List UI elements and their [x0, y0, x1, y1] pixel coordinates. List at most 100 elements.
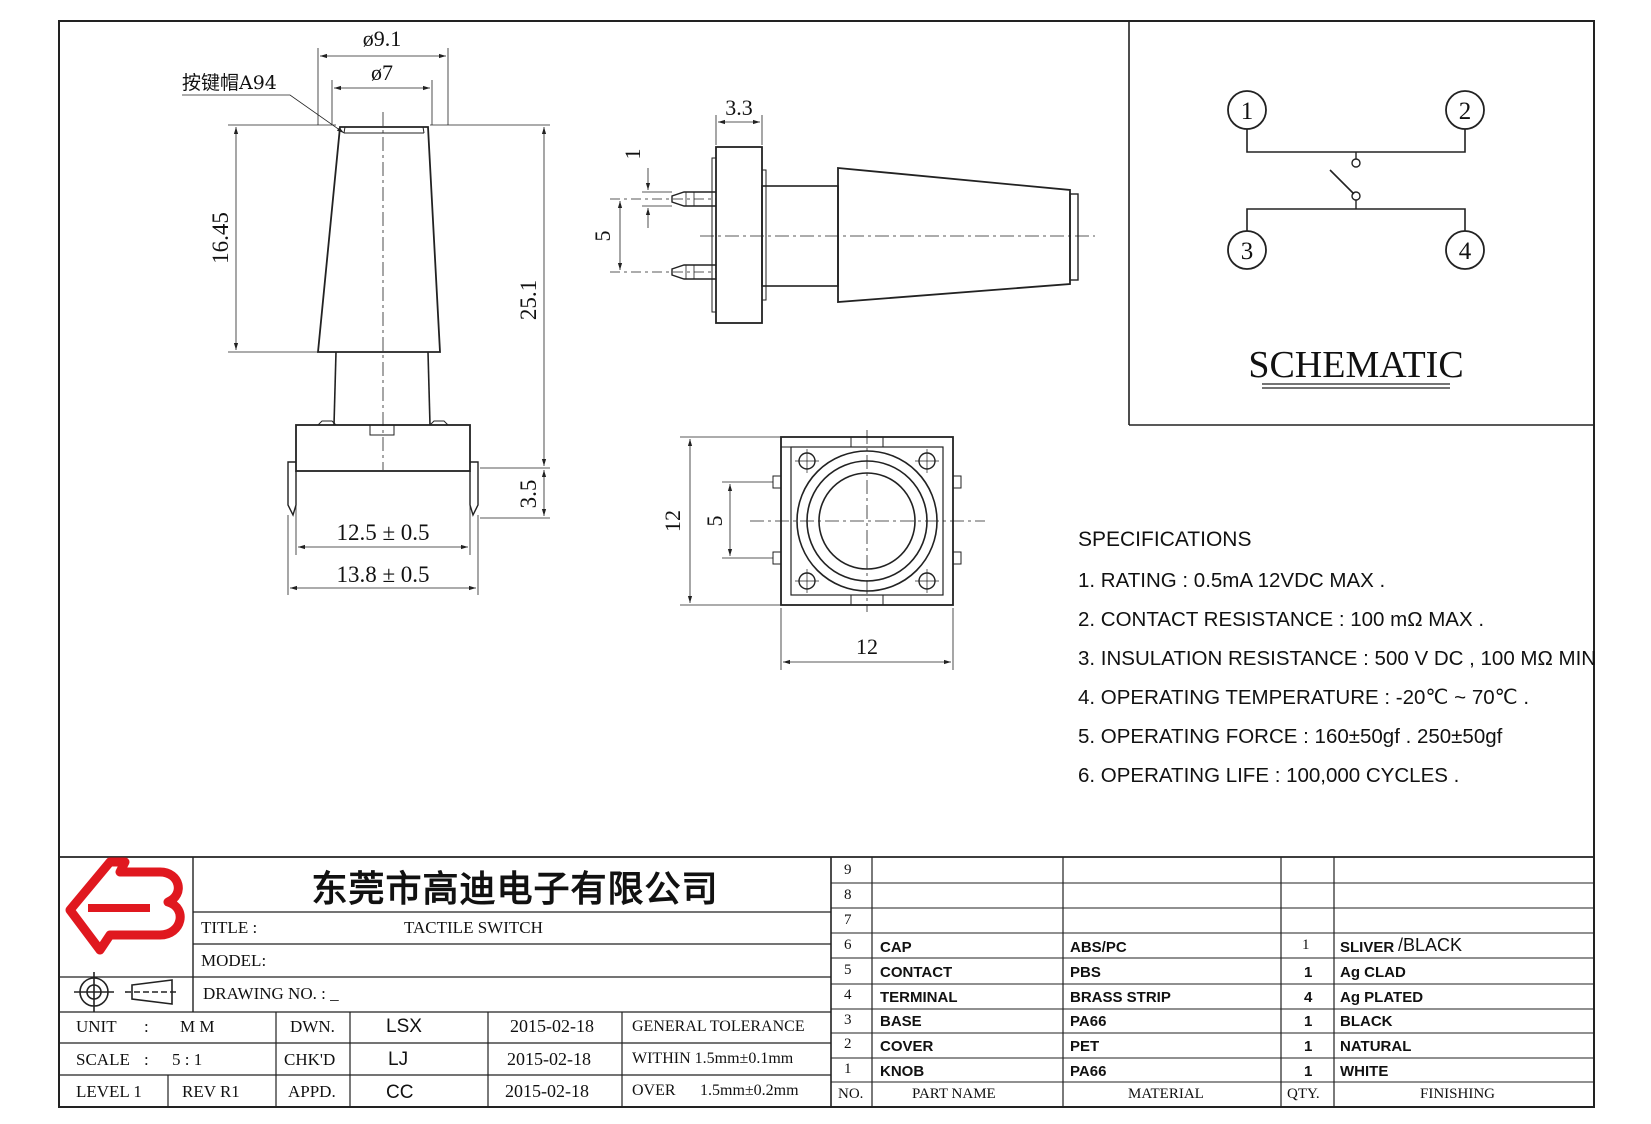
- bom-finishing: Ag CLAD: [1340, 964, 1406, 981]
- bom-no: 5: [844, 962, 852, 978]
- dim-1645: 16.45: [208, 212, 233, 264]
- spec-item: 5. OPERATING FORCE : 160±50gf . 250±50gf: [1078, 725, 1503, 748]
- model-label: MODEL:: [201, 951, 267, 970]
- dim-35: 3.5: [516, 480, 541, 509]
- bom-material: PET: [1070, 1038, 1100, 1055]
- bom-part: CONTACT: [880, 964, 953, 981]
- bom-qty: 1: [1302, 937, 1310, 953]
- dim-d91: ø9.1: [363, 26, 402, 51]
- bom-finishing: Ag PLATED: [1340, 989, 1424, 1006]
- schematic-label: SCHEMATIC: [1248, 344, 1463, 386]
- bom-header-part: PART NAME: [912, 1086, 996, 1102]
- sheet-border: [58, 20, 1595, 1108]
- bom-no: 9: [844, 862, 852, 878]
- bom-qty: 1: [1304, 1038, 1313, 1055]
- bom-part: COVER: [880, 1038, 934, 1055]
- company-name: 东莞市高迪电子有限公司: [311, 869, 719, 910]
- general-tolerance: GENERAL TOLERANCE: [632, 1018, 805, 1035]
- tolerance-over-label: OVER: [632, 1082, 676, 1099]
- bom-part: CAP: [880, 939, 912, 956]
- spec-item: 4. OPERATING TEMPERATURE : -20℃ ~ 70℃ .: [1078, 686, 1530, 709]
- title-value: TACTILE SWITCH: [404, 918, 543, 937]
- schematic-box: [1128, 21, 1594, 426]
- top-view-drawing: [680, 430, 985, 670]
- drawn-by: LSX: [386, 1016, 422, 1037]
- bom-finishing: BLACK: [1340, 1013, 1393, 1030]
- bom-finishing: WHITE: [1340, 1063, 1389, 1080]
- approved-date: 2015-02-18: [505, 1081, 589, 1101]
- bom-qty: 1: [1304, 1063, 1313, 1080]
- bom-no: 3: [844, 1012, 852, 1028]
- approved-by: CC: [386, 1082, 414, 1103]
- company-logo: [65, 857, 185, 955]
- bom-header-finishing: FINISHING: [1420, 1086, 1495, 1102]
- checked-by: LJ: [388, 1049, 409, 1070]
- bom-qty: 1: [1304, 1013, 1313, 1030]
- spec-item: 2. CONTACT RESISTANCE : 100 mΩ MAX .: [1078, 608, 1485, 631]
- bom-header-no: NO.: [838, 1086, 864, 1102]
- dim-12-vertical: 12: [660, 510, 685, 532]
- dim-1: 1: [620, 149, 645, 160]
- pin-1: 1: [1241, 98, 1254, 125]
- bom-finishing-alt: /BLACK: [1398, 935, 1463, 955]
- bom-no: 7: [844, 912, 852, 928]
- unit-separator: :: [144, 1017, 149, 1036]
- tolerance-over-value: 1.5mm±0.2mm: [700, 1082, 799, 1099]
- title-label: TITLE :: [201, 918, 258, 937]
- dim-5-top: 5: [702, 516, 727, 527]
- dim-12-horizontal: 12: [856, 634, 878, 659]
- chkd-label: CHK'D: [284, 1050, 336, 1069]
- drawing-number-label: DRAWING NO. : _: [203, 984, 339, 1003]
- bom-material: PBS: [1070, 964, 1101, 981]
- title-block-grid: [59, 856, 1594, 1107]
- bom-material: PA66: [1070, 1013, 1107, 1030]
- drawn-date: 2015-02-18: [510, 1016, 594, 1036]
- checked-date: 2015-02-18: [507, 1049, 591, 1069]
- bom-material: ABS/PC: [1070, 939, 1127, 956]
- tolerance-within: WITHIN 1.5mm±0.1mm: [632, 1050, 794, 1067]
- bom-qty: 4: [1304, 989, 1313, 1006]
- dim-5-side: 5: [590, 231, 615, 242]
- dim-d7: ø7: [371, 60, 393, 85]
- bom-part: TERMINAL: [880, 989, 958, 1006]
- level-label: LEVEL 1: [76, 1082, 142, 1101]
- bom-material: PA66: [1070, 1063, 1107, 1080]
- bom-material: BRASS STRIP: [1070, 989, 1171, 1006]
- bom-header-material: MATERIAL: [1128, 1086, 1204, 1102]
- dim-251: 25.1: [516, 280, 541, 320]
- pin-3: 3: [1241, 238, 1254, 265]
- bom-header-qty: QTY.: [1287, 1086, 1320, 1102]
- dim-138: 13.8 ± 0.5: [336, 562, 429, 587]
- dim-33: 3.3: [725, 95, 753, 120]
- bom-part: KNOB: [880, 1063, 925, 1080]
- rev-label: REV R1: [182, 1082, 240, 1101]
- side-view-drawing: [182, 48, 550, 595]
- scale-label: SCALE: [76, 1050, 130, 1069]
- bom-no: 1: [844, 1061, 852, 1077]
- spec-item: 3. INSULATION RESISTANCE : 500 V DC , 10…: [1078, 647, 1597, 670]
- bom-no: 4: [844, 987, 852, 1003]
- bom-qty: 1: [1304, 964, 1313, 981]
- scale-value: 5 : 1: [172, 1050, 203, 1069]
- unit-value: M M: [180, 1017, 215, 1036]
- spec-item: 6. OPERATING LIFE : 100,000 CYCLES .: [1078, 764, 1460, 787]
- bom-finishing: NATURAL: [1340, 1038, 1412, 1055]
- dwn-label: DWN.: [290, 1017, 335, 1036]
- projection-symbol: [74, 972, 178, 1012]
- unit-label: UNIT: [76, 1017, 117, 1036]
- bom-part: BASE: [880, 1013, 922, 1030]
- bom-no: 8: [844, 887, 852, 903]
- spec-item: 1. RATING : 0.5mA 12VDC MAX .: [1078, 569, 1386, 592]
- pin-2: 2: [1459, 98, 1472, 125]
- scale-separator: :: [144, 1050, 149, 1069]
- front-view-drawing: [610, 115, 1095, 324]
- appd-label: APPD.: [288, 1082, 336, 1101]
- bom-finishing: SLIVER: [1340, 939, 1395, 956]
- bom-no: 6: [844, 937, 852, 953]
- bom-no: 2: [844, 1036, 852, 1052]
- specifications-panel: SPECIFICATIONS 1. RATING : 0.5mA 12VDC M…: [1078, 520, 1638, 795]
- cap-note: 按键帽A94: [182, 72, 277, 94]
- specifications-title: SPECIFICATIONS: [1078, 528, 1252, 551]
- dim-125: 12.5 ± 0.5: [336, 520, 429, 545]
